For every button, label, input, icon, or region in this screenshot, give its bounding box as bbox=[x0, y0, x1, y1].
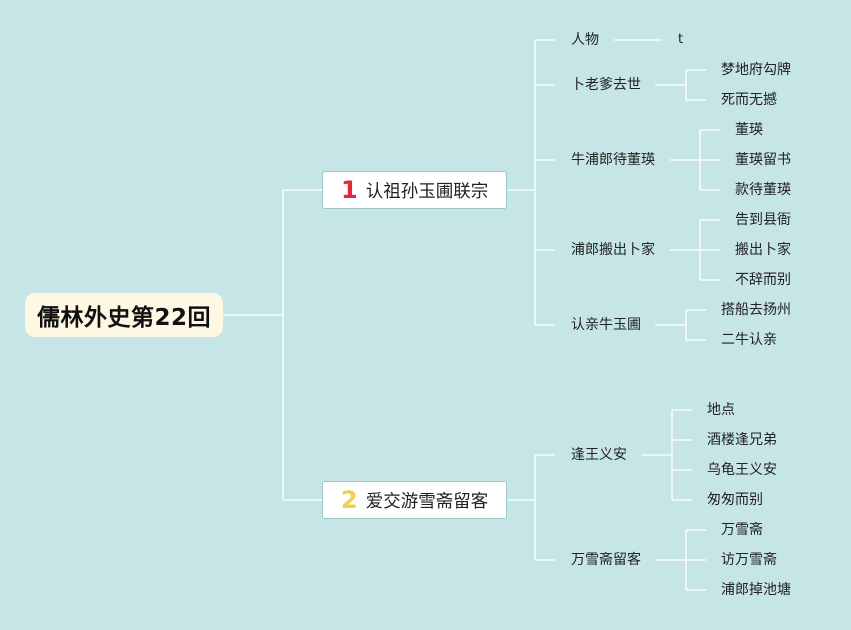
subtopic-node[interactable]: 二牛认亲 bbox=[721, 332, 777, 348]
topic-node[interactable]: 牛浦郎待董瑛 bbox=[571, 152, 655, 168]
subtopic-node[interactable]: 梦地府勾牌 bbox=[721, 62, 791, 78]
branch-number-1: 1 bbox=[341, 176, 358, 204]
subtopic-node[interactable]: 访万雪斋 bbox=[721, 552, 777, 568]
subtopic-node[interactable]: 不辞而别 bbox=[735, 272, 791, 288]
subtopic-node[interactable]: 地点 bbox=[707, 402, 735, 418]
connector-branch-2-spine bbox=[507, 455, 536, 560]
branch-node-1[interactable]: 1 认祖孙玉圃联宗 bbox=[322, 171, 507, 209]
connector-t22-children bbox=[655, 529, 706, 591]
topic-node[interactable]: 人物 bbox=[571, 32, 599, 48]
branch-number-2: 2 bbox=[341, 486, 358, 514]
connector-t3-children bbox=[670, 129, 720, 191]
topic-node[interactable]: 万雪斋留客 bbox=[571, 552, 641, 568]
root-title: 儒林外史第22回 bbox=[36, 305, 211, 331]
connector-root-branch-1 bbox=[223, 189, 322, 316]
topic-node[interactable]: 认亲牛玉圃 bbox=[571, 317, 641, 333]
subtopic-node[interactable]: 告到县衙 bbox=[735, 212, 791, 228]
subtopic-node[interactable]: 搬出卜家 bbox=[735, 242, 791, 258]
branch-label-2: 爱交游雪斋留客 bbox=[365, 491, 489, 512]
connector-t5-children bbox=[655, 309, 706, 341]
subtopic-node[interactable]: 乌龟王义安 bbox=[707, 462, 777, 478]
branch-label-1: 认祖孙玉圃联宗 bbox=[365, 181, 489, 202]
subtopic-node[interactable]: 死而无撼 bbox=[721, 92, 777, 108]
connector-t2-children bbox=[655, 69, 706, 101]
connector-t21-children bbox=[642, 409, 692, 501]
branch-node-2[interactable]: 2 爱交游雪斋留客 bbox=[322, 481, 507, 519]
topic-node[interactable]: 逢王义安 bbox=[571, 447, 627, 463]
subtopic-node[interactable]: 董瑛 bbox=[735, 122, 763, 138]
subtopic-node[interactable]: 万雪斋 bbox=[721, 522, 763, 538]
subtopic-node[interactable]: 匆匆而别 bbox=[707, 492, 763, 508]
connector-t4-children bbox=[670, 219, 720, 281]
topic-node[interactable]: 卜老爹去世 bbox=[571, 77, 641, 93]
subtopic-node[interactable]: 酒楼逢兄弟 bbox=[707, 432, 777, 448]
connector-root-branch-2 bbox=[282, 315, 322, 501]
topic-node[interactable]: 浦郎搬出卜家 bbox=[571, 242, 655, 258]
root-node[interactable]: 儒林外史第22回 bbox=[25, 293, 223, 337]
subtopic-node[interactable]: 董瑛留书 bbox=[735, 152, 791, 168]
subtopic-node[interactable]: 搭船去扬州 bbox=[721, 302, 791, 318]
subtopic-node[interactable]: 款待董瑛 bbox=[735, 182, 791, 198]
connector-branch-1-spine bbox=[507, 40, 536, 325]
subtopic-node[interactable]: t bbox=[678, 32, 684, 47]
subtopic-node[interactable]: 浦郎掉池塘 bbox=[721, 582, 791, 598]
